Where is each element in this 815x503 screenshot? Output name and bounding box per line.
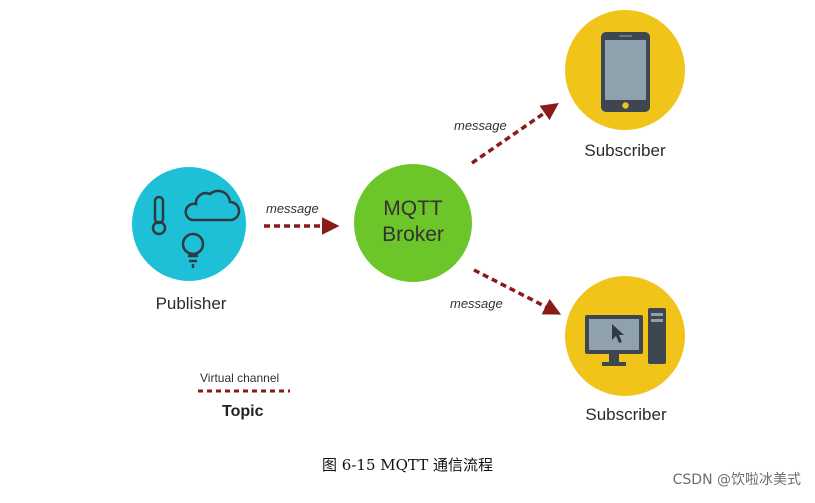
figure-caption: 图 6-15 MQTT 通信流程	[322, 456, 493, 474]
cloud-icon	[184, 189, 241, 222]
publisher-node	[132, 167, 246, 281]
smartphone-icon	[601, 32, 650, 112]
legend-topic-label: Topic	[222, 403, 264, 420]
subscriber-computer-node	[565, 276, 685, 396]
arrow-broker-to-phone	[471, 103, 559, 165]
subscriber-phone-label: Subscriber	[584, 141, 666, 160]
desktop-computer-icon	[585, 308, 666, 366]
lightbulb-icon	[181, 232, 205, 268]
publisher-label: Publisher	[155, 294, 227, 313]
message-label-computer: message	[450, 296, 503, 311]
legend-channel-label: Virtual channel	[200, 371, 280, 385]
broker-label-line2: Broker	[382, 223, 444, 246]
publisher-circle	[132, 167, 246, 281]
arrows	[198, 103, 562, 393]
subscriber-computer-label: Subscriber	[585, 405, 667, 424]
subscriber-phone-node	[565, 10, 685, 130]
message-label-publisher: message	[266, 201, 319, 216]
broker-label-line1: MQTT	[383, 197, 443, 220]
message-label-phone: message	[454, 118, 507, 133]
watermark: CSDN @饮啦冰美式	[672, 472, 801, 488]
broker-label: MQTT Broker	[353, 196, 473, 248]
broker-circle	[354, 164, 472, 282]
thermometer-icon	[151, 195, 167, 236]
arrow-broker-to-computer	[473, 268, 562, 315]
